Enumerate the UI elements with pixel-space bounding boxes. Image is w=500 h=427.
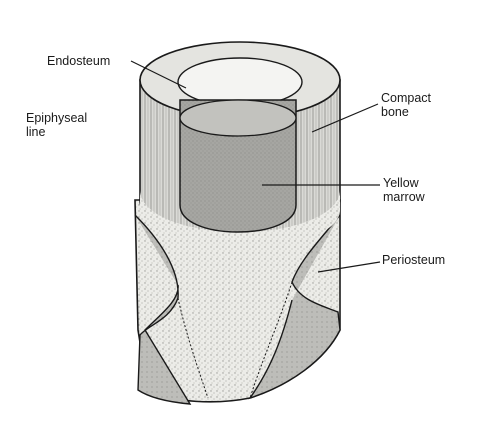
epiphyseal-line-label: Epiphyseal line	[26, 111, 88, 139]
periosteum-leader	[317, 261, 381, 273]
leader-lines	[130, 60, 381, 273]
endosteum-label: Endosteum	[47, 54, 111, 68]
compact-bone-label: Compact bone	[381, 91, 432, 119]
periosteum-label: Periosteum	[382, 253, 446, 267]
bone-lower-body	[134, 199, 341, 405]
medullary-cavity	[177, 57, 303, 233]
yellow-marrow-label: Yellow marrow	[383, 176, 425, 204]
endosteum-leader	[130, 60, 187, 89]
compact-bone-leader	[311, 103, 379, 133]
